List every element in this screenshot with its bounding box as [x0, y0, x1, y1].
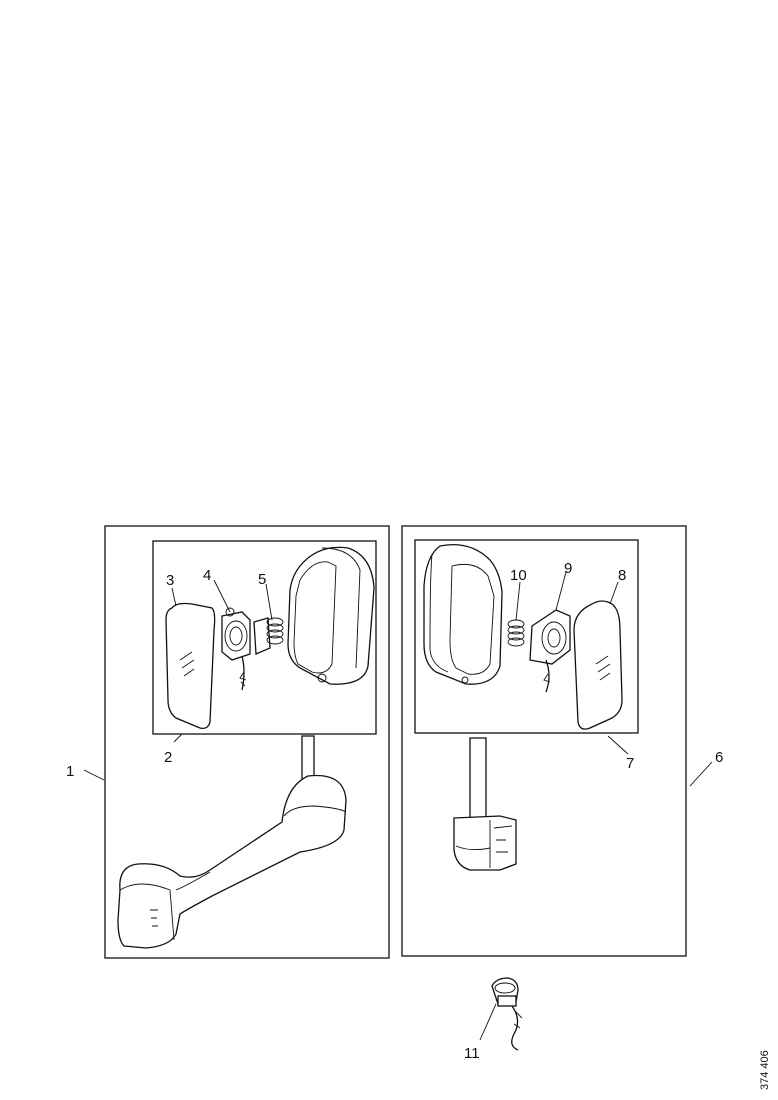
callout-2: 2 [164, 749, 172, 766]
right-mirror-mount [453, 737, 517, 871]
callout-labels: 1 2 3 4 5 6 7 8 9 10 11 [66, 560, 723, 1062]
left-mirror-motor [221, 607, 251, 691]
callout-1: 1 [66, 763, 74, 780]
left-mirror-spring [253, 617, 284, 655]
callout-6: 6 [715, 749, 723, 766]
callout-3: 3 [166, 572, 174, 589]
left-mirror-arm [117, 735, 347, 949]
callout-8: 8 [618, 567, 626, 584]
right-mirror-motor [529, 609, 571, 693]
left-detail-inset [152, 540, 377, 735]
right-mirror-glass [573, 600, 623, 730]
drawing-reference-number: 374 406 [759, 1050, 771, 1090]
callout-11: 11 [464, 1045, 480, 1062]
callout-10: 10 [510, 567, 527, 584]
callout-5: 5 [258, 571, 266, 588]
right-mirror-spring [507, 619, 525, 647]
left-mirror-assembly [104, 525, 390, 959]
right-assembly-frame [401, 525, 687, 957]
left-mirror-glass [165, 602, 216, 730]
callout-7: 7 [626, 755, 634, 772]
callout-4: 4 [203, 567, 211, 584]
callout-9: 9 [564, 560, 572, 577]
right-mirror-housing [423, 543, 503, 685]
leader-lines [83, 571, 713, 1041]
mirror-control-switch [491, 977, 523, 1051]
left-mirror-housing [287, 546, 375, 685]
right-mirror-assembly [401, 525, 687, 957]
right-detail-inset [414, 539, 639, 734]
left-assembly-frame [104, 525, 390, 959]
